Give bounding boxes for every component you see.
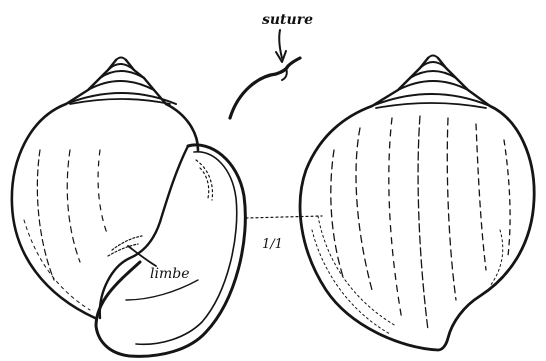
- suture-label: suture: [262, 12, 313, 28]
- right-body-whorl: [300, 106, 534, 350]
- suture-curve-icon: [230, 58, 300, 118]
- right-shell: [300, 56, 534, 351]
- suture-detail: suture: [230, 12, 313, 118]
- limbe-label: limbe: [150, 266, 189, 282]
- scale-indicator: 1/1: [246, 216, 322, 252]
- left-shell: [12, 58, 246, 357]
- left-spire: [66, 58, 176, 105]
- left-columella: [100, 146, 188, 318]
- right-spire: [372, 56, 490, 109]
- scale-label: 1/1: [262, 237, 283, 252]
- arrow-down-icon: [276, 30, 286, 62]
